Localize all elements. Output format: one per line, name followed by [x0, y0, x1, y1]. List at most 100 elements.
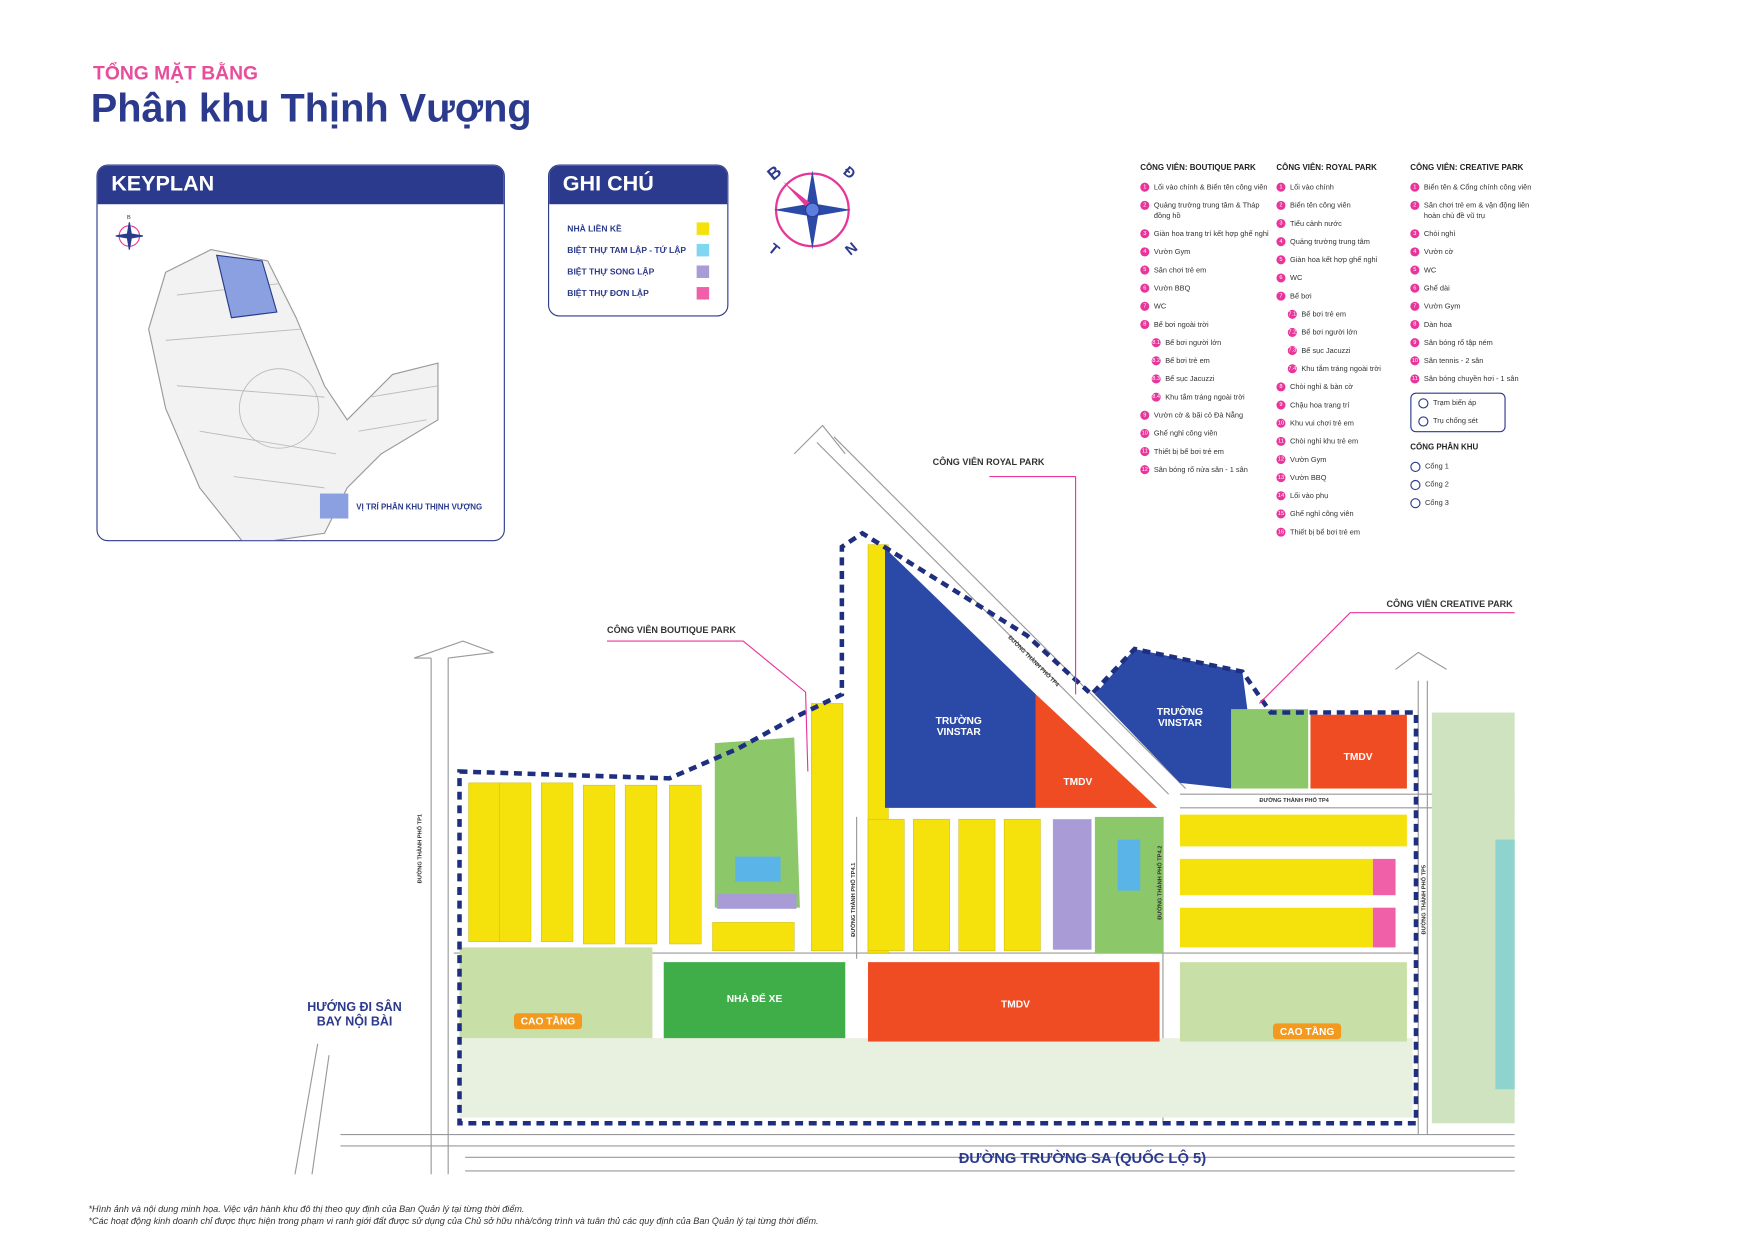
number-badge: 7.4 — [1287, 364, 1297, 374]
park-legend-label: Ghế nghỉ công viên — [1153, 430, 1218, 438]
legend-swatch — [696, 222, 710, 235]
park-legend-label: Sân chơi trẻ em — [1153, 266, 1207, 275]
number-badge: 6 — [1276, 273, 1286, 283]
park-legend-label: Bể bơi — [1290, 292, 1312, 301]
number-badge: 6 — [1410, 283, 1420, 293]
park-legend-label: Vườn Gym — [1290, 456, 1327, 465]
number-badge: 3 — [1276, 218, 1286, 229]
airport-direction-label: HƯỚNG ĐI SÂN BAY NỘI BÀI — [307, 1000, 402, 1030]
number-badge: 8.1 — [1151, 338, 1161, 348]
truong-sa-road-label: ĐƯỜNG TRƯỜNG SA (QUỐC LỘ 5) — [958, 1149, 1207, 1167]
number-badge: 10 — [1410, 356, 1420, 366]
high-rise-1-label: CAO TẦNG — [513, 1013, 583, 1030]
park-legend-label: Sân chơi trẻ em & vận động liên hoàn chủ… — [1423, 201, 1530, 221]
legend-label: BIỆT THỰ SONG LẬP — [567, 266, 655, 277]
townhouse-block — [712, 922, 795, 952]
number-badge: 9 — [1276, 400, 1286, 410]
park-legend-label: Biển tên công viên — [1290, 201, 1351, 210]
keyplan-panel: KEYPLAN B VỊ TRÍ PHÂN KHU THỊNH VƯỢNG — [96, 164, 505, 542]
royal-park-label: CÔNG VIÊN ROYAL PARK — [932, 457, 1045, 468]
park-legend-label: Sân bóng rổ nửa sân - 1 sân — [1153, 466, 1248, 475]
park-legend-label: Sân bóng rổ tập ném — [1423, 339, 1493, 348]
footnote-1: *Hình ảnh và nội dung minh họa. Việc vận… — [88, 1203, 525, 1215]
number-badge: 4 — [1140, 247, 1150, 257]
page-subtitle: TỔNG MẶT BẰNG — [93, 62, 259, 84]
number-badge: 16 — [1276, 527, 1286, 537]
legend-item-don-lap: BIỆT THỰ ĐƠN LẬP — [567, 283, 710, 305]
townhouse-block — [958, 818, 996, 952]
number-badge: 2 — [1276, 200, 1286, 210]
number-badge: 3 — [1410, 229, 1420, 239]
utility-transformer: Trạm biến áp — [1418, 398, 1497, 409]
utility-lightning-rod: Trụ chống sét — [1418, 416, 1497, 427]
villa-block — [1372, 858, 1396, 896]
keyplan-location-label: VỊ TRÍ PHÂN KHU THỊNH VƯỢNG — [356, 503, 483, 512]
tp42-road-label: ĐƯỜNG THÀNH PHỐ TP4.2 — [1156, 845, 1164, 920]
park-legend-label: Bể bơi người lớn — [1165, 339, 1222, 348]
number-badge: 7 — [1410, 301, 1420, 311]
tp1-road-label: ĐƯỜNG THÀNH PHỐ TP1 — [417, 813, 424, 884]
gate-icon — [1410, 479, 1421, 491]
legend-swatch — [696, 287, 710, 300]
number-badge: 1 — [1276, 182, 1286, 192]
park-legend-label: Khu vui chơi trẻ em — [1290, 419, 1354, 428]
townhouse-block — [540, 782, 574, 942]
gate-label: Cổng 2 — [1425, 481, 1449, 490]
park-legend-label: Lối vào phụ — [1290, 492, 1329, 501]
gate-3: Cổng 3 — [1410, 498, 1535, 509]
park-legend-label: Vườn cờ — [1423, 248, 1454, 257]
townhouse-block — [624, 784, 658, 945]
gate-label: Cổng 1 — [1425, 462, 1449, 471]
legend-label: BIỆT THỰ TAM LẬP - TỨ LẬP — [567, 245, 687, 256]
park-legend-label: Bể bơi người lớn — [1301, 329, 1358, 337]
column-title: CÔNG VIÊN: BOUTIQUE PARK — [1140, 164, 1256, 173]
compass-icon: B Đ N T — [764, 162, 862, 259]
gate-2: Cổng 2 — [1410, 479, 1535, 491]
subdivision-boundary — [457, 530, 1419, 1126]
gate-icon — [1410, 498, 1421, 509]
footnotes: *Hình ảnh và nội dung minh họa. Việc vận… — [88, 1203, 818, 1228]
column-title: CÔNG VIÊN: ROYAL PARK — [1276, 164, 1377, 173]
park-legend-label: Vườn cờ & bãi cỏ Đà Nẵng — [1153, 411, 1244, 420]
townhouse-rows — [468, 544, 1041, 954]
legend-label: NHÀ LIỀN KỀ — [567, 223, 622, 234]
number-badge: 8 — [1410, 319, 1420, 330]
park-legend-label: Ghế dài — [1423, 284, 1450, 293]
vinstar-school-2 — [1094, 648, 1249, 789]
park-legend-label: Bể sục Jacuzzi — [1165, 375, 1215, 384]
villa-block — [1372, 907, 1396, 948]
creative-park-label: CÔNG VIÊN CREATIVE PARK — [1386, 599, 1513, 610]
park-legend-item: 8.1 Bể bơi người lớn — [1151, 338, 1271, 348]
number-badge: 5 — [1276, 255, 1286, 265]
townhouse-row — [1179, 907, 1373, 948]
park-legend-label: Vườn Gym — [1423, 302, 1461, 311]
legend-swatch — [696, 265, 710, 278]
number-badge: 3 — [1140, 229, 1150, 239]
lake — [1495, 839, 1515, 1090]
number-badge: 8 — [1276, 382, 1286, 392]
park-legend-label: WC — [1290, 274, 1303, 283]
